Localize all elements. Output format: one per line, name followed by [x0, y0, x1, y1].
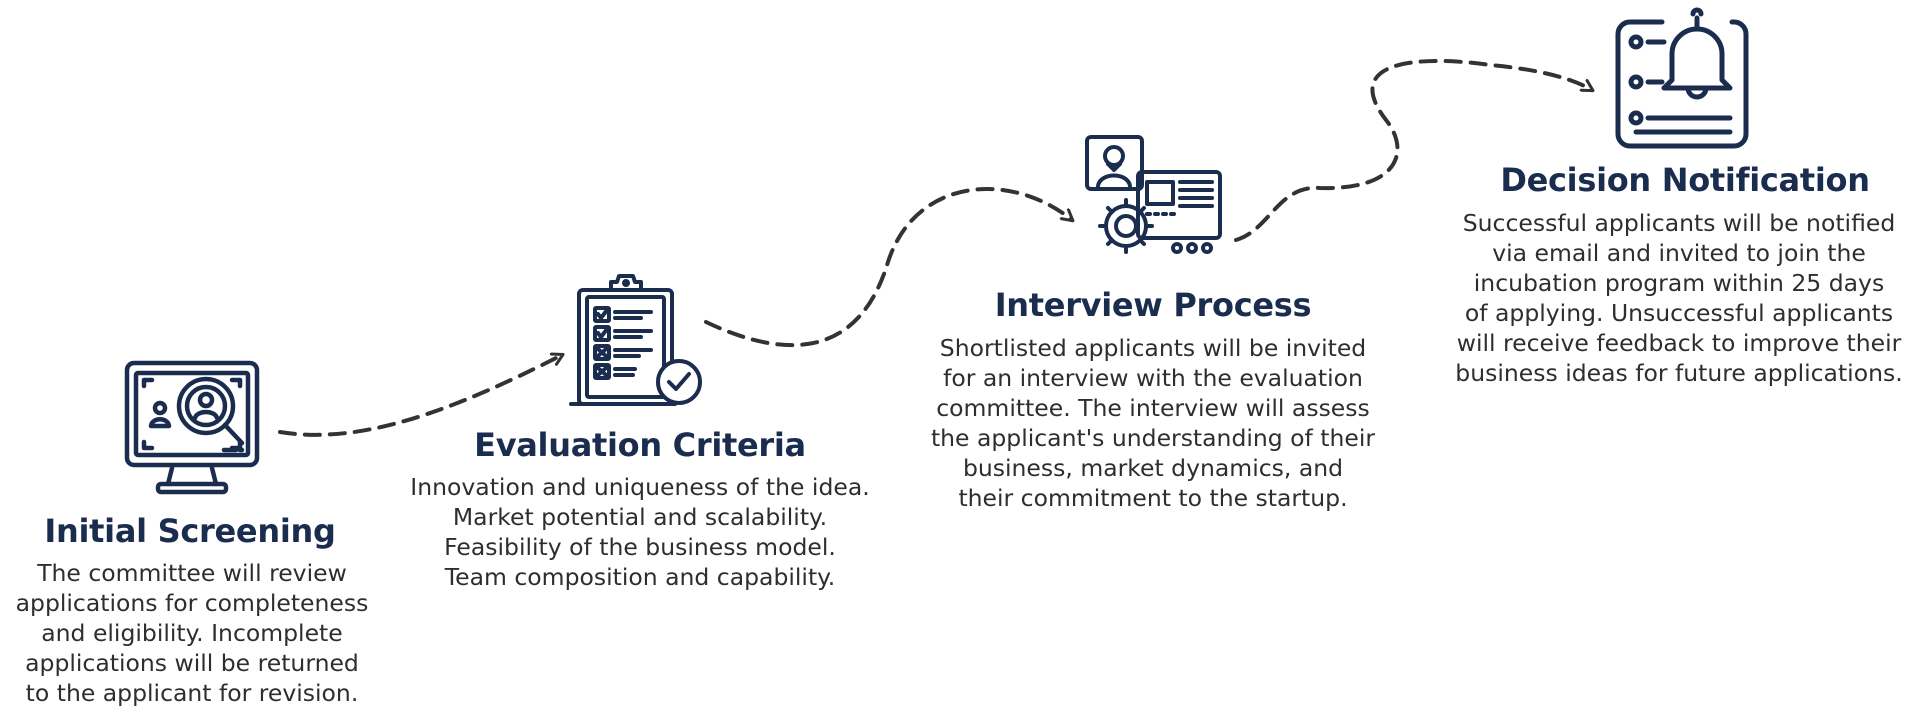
description-line: to the applicant for revision.: [25, 679, 359, 707]
description-line: via email and invited to join the: [1492, 239, 1866, 267]
description-line: Shortlisted applicants will be invited: [939, 334, 1367, 362]
description-line: Innovation and uniqueness of the idea.: [410, 473, 870, 501]
step-description-decision-notification: Successful applicants will be notified v…: [1440, 208, 1918, 388]
description-line: Successful applicants will be notified: [1462, 209, 1896, 237]
bell-notification-icon: [1615, 7, 1749, 149]
description-line: incubation program within 25 days: [1473, 269, 1885, 297]
description-line: business, market dynamics, and: [962, 454, 1344, 482]
connector-arrow-2: [704, 186, 1072, 348]
description-line: will receive feedback to improve their: [1456, 329, 1902, 357]
interview-gear-icon: [1085, 135, 1222, 254]
step-description-initial-screening: The committee will review applications f…: [0, 558, 384, 708]
monitor-search-icon: [124, 360, 260, 495]
description-line: Market potential and scalability.: [452, 503, 828, 531]
step-title-evaluation-criteria: Evaluation Criteria: [474, 426, 806, 464]
description-line: The committee will review: [37, 559, 347, 587]
connector-arrow-1: [278, 355, 562, 437]
step-title-initial-screening: Initial Screening: [44, 512, 336, 550]
description-line: for an interview with the evaluation: [943, 364, 1363, 392]
step-description-evaluation-criteria: Innovation and uniqueness of the idea. M…: [390, 472, 890, 592]
step-title-interview-process: Interview Process: [994, 286, 1312, 324]
step-description-interview-process: Shortlisted applicants will be invited f…: [910, 333, 1396, 513]
description-line: the applicant's understanding of their: [930, 424, 1376, 452]
description-line: applications for completeness: [15, 589, 369, 617]
description-line: Team composition and capability.: [444, 563, 836, 591]
description-line: Feasibility of the business model.: [444, 533, 836, 561]
connector-arrow-3: [1234, 58, 1592, 242]
description-line: committee. The interview will assess: [936, 394, 1370, 422]
description-line: of applying. Unsuccessful applicants: [1464, 299, 1894, 327]
step-title-decision-notification: Decision Notification: [1500, 161, 1870, 199]
description-line: their commitment to the startup.: [958, 484, 1348, 512]
description-line: and eligibility. Incomplete: [41, 619, 343, 647]
description-line: business ideas for future applications.: [1455, 359, 1903, 387]
clipboard-checklist-icon: [569, 274, 702, 406]
description-line: applications will be returned: [25, 649, 359, 677]
